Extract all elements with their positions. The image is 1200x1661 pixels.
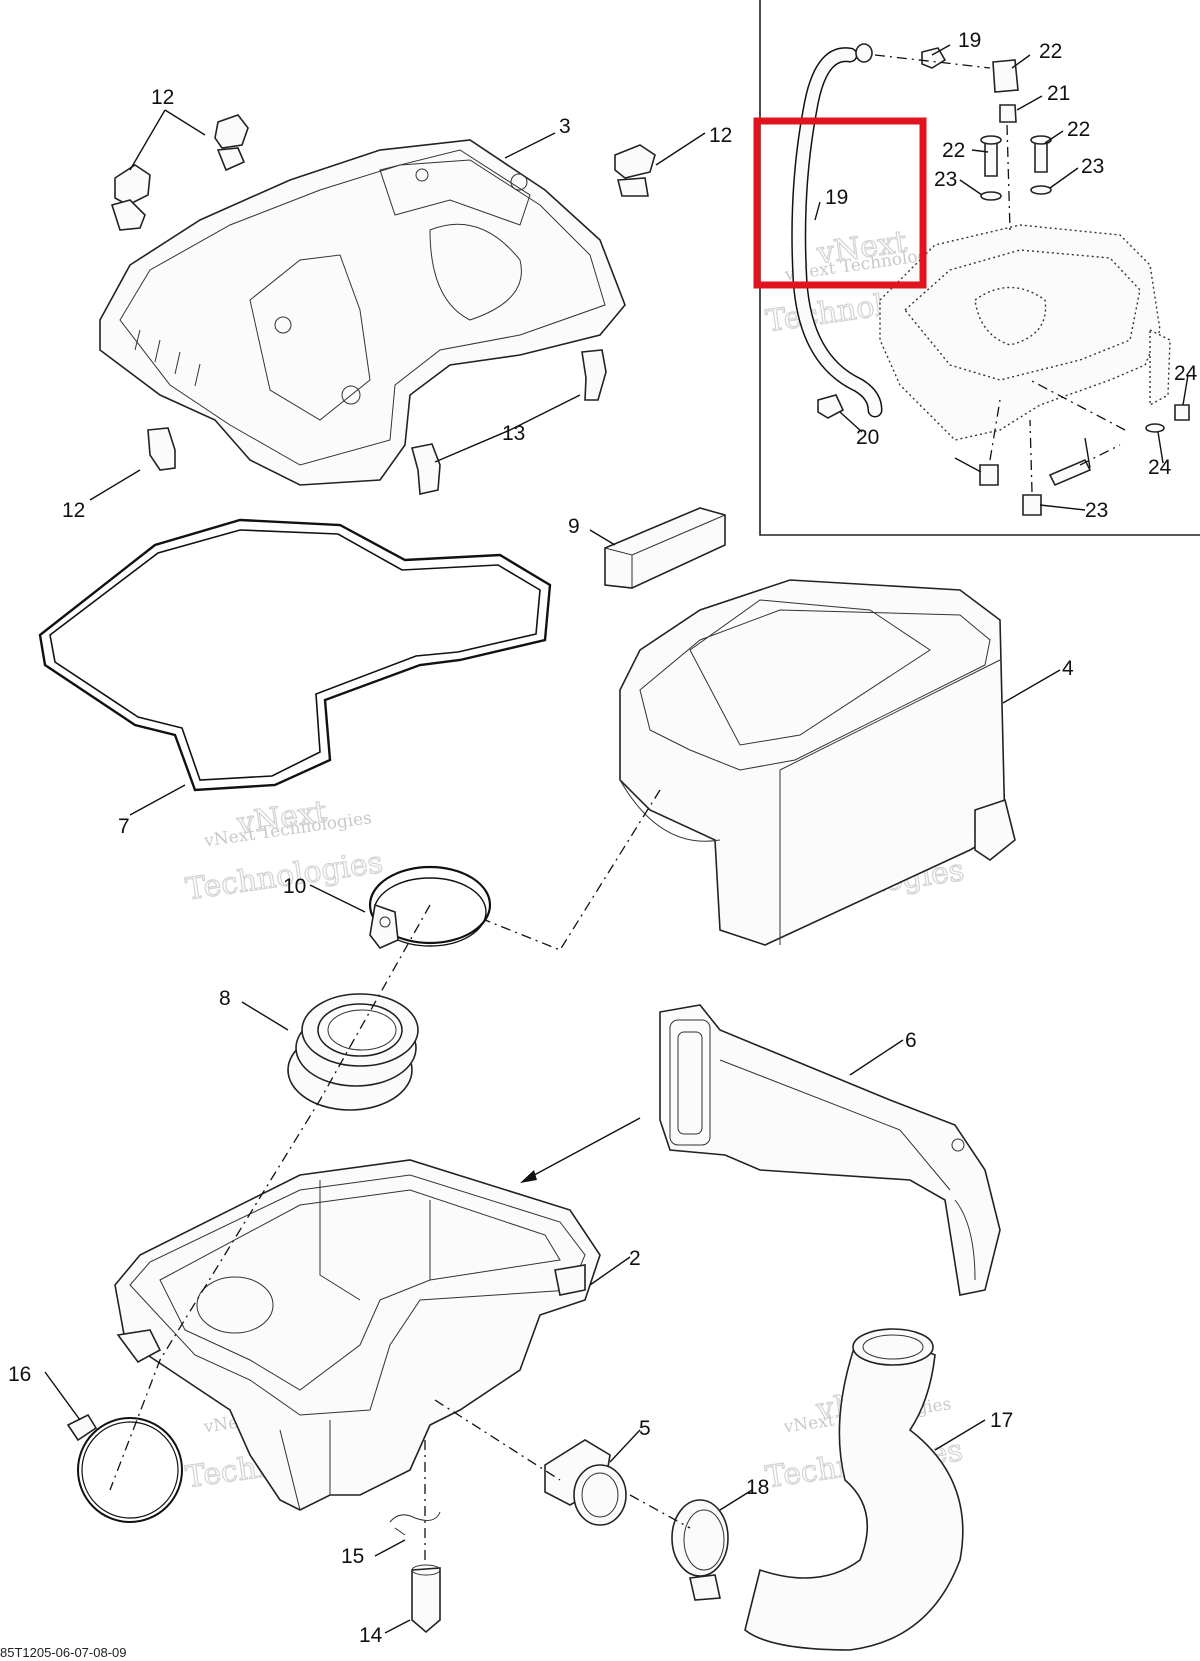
callout-9: 9 <box>568 515 580 538</box>
callout-12: 12 <box>62 499 85 522</box>
callout-18: 19 <box>825 186 848 209</box>
callout-15: 16 <box>8 1363 31 1386</box>
filter-part <box>604 507 726 589</box>
assembly-arrow <box>524 1117 641 1181</box>
arrow-head-icon <box>520 1170 537 1183</box>
callout-14: 15 <box>341 1545 364 1568</box>
reference-code: 85T1205-06-07-08-09 <box>0 1645 126 1660</box>
callout-16: 17 <box>990 1409 1013 1432</box>
silencer-part <box>619 579 1016 946</box>
breather-hose-part <box>791 43 883 418</box>
callout-22: 22 <box>942 139 965 162</box>
callout-23: 24 <box>1148 456 1172 479</box>
callout-19: 20 <box>856 426 879 449</box>
callout-13: 14 <box>359 1624 383 1647</box>
hose-clip-part <box>817 47 947 419</box>
clamp-part <box>368 865 492 949</box>
callout-10: 10 <box>283 875 306 898</box>
rubber-boot-part <box>287 993 419 1111</box>
clamp-part <box>671 1499 729 1601</box>
gasket-part <box>38 518 552 792</box>
callout-17: 18 <box>746 1476 769 1499</box>
callout-7: 7 <box>118 815 130 838</box>
callout-23: 23 <box>1081 155 1104 178</box>
callout-12: 13 <box>502 422 525 445</box>
callout-19: 19 <box>958 29 981 52</box>
leader-lines <box>44 44 1189 1634</box>
airbox-base-part <box>114 1159 601 1511</box>
adapter-part <box>544 1439 627 1526</box>
callout-23: 23 <box>934 168 957 191</box>
callout-22: 22 <box>1067 118 1090 141</box>
callout-2: 2 <box>629 1247 641 1270</box>
callout-20: 21 <box>1047 82 1070 105</box>
callout-12: 12 <box>709 124 732 147</box>
intake-duct-part <box>659 1004 1001 1296</box>
callout-12: 12 <box>151 86 174 109</box>
callout-labels: 12 3 12 12 13 9 4 7 10 8 6 2 16 5 17 18 … <box>8 29 1198 1647</box>
callout-3: 3 <box>559 115 571 138</box>
assembly-lines <box>109 54 1126 1560</box>
callout-6: 6 <box>905 1029 917 1052</box>
fitting-part <box>992 59 1019 123</box>
callout-8: 8 <box>219 987 231 1010</box>
part-18-highlight-box <box>753 117 927 289</box>
callout-22: 23 <box>1085 499 1108 522</box>
airbox-cover-part <box>99 139 626 486</box>
clip-parts <box>110 114 656 495</box>
callout-24: 24 <box>1174 362 1198 385</box>
inset-airbox-assembly <box>879 224 1171 441</box>
callout-21: 22 <box>1039 40 1062 63</box>
hose-clamp-part <box>66 1413 183 1523</box>
drain-valve-part <box>389 1511 441 1634</box>
callout-5: 5 <box>639 1417 651 1440</box>
hose-part <box>744 1328 964 1651</box>
callout-4: 4 <box>1062 657 1074 680</box>
